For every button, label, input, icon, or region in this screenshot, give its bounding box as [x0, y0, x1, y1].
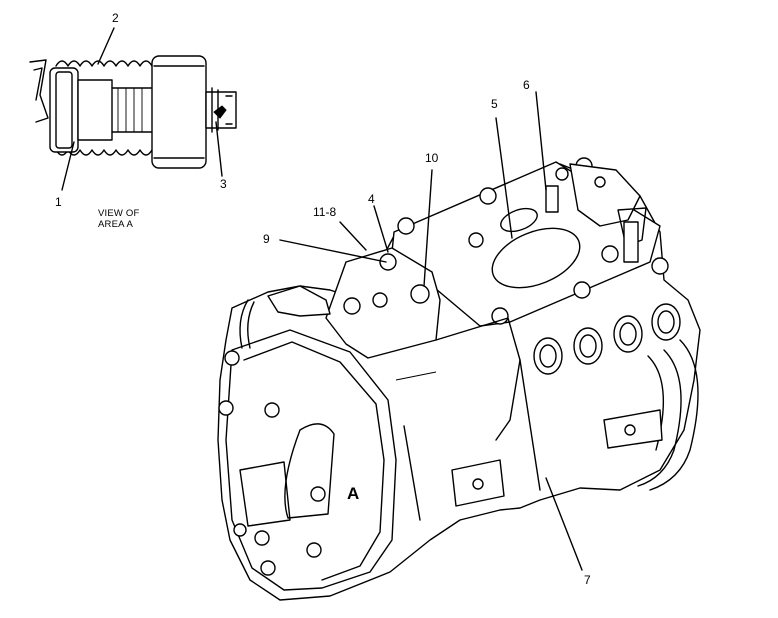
area-a-label: A — [347, 484, 360, 503]
pressure-fitting — [545, 185, 559, 213]
leader-10 — [423, 169, 433, 287]
leader-4 — [373, 205, 389, 253]
view-caption-line1: VIEW OF — [98, 208, 140, 219]
leader-9 — [279, 239, 387, 263]
mounting-foot — [451, 459, 505, 507]
drive-flange — [649, 339, 699, 491]
leader-11-8 — [339, 221, 367, 251]
view-caption-line2: AREA A — [98, 219, 133, 230]
plug-9 — [379, 253, 397, 271]
cover-opening — [500, 207, 538, 233]
leader-7 — [545, 477, 583, 571]
callout-9: 9 — [263, 232, 270, 246]
callout-7: 7 — [584, 573, 591, 587]
leader-5 — [495, 117, 513, 239]
outlet-fittings — [533, 303, 681, 375]
callout-2: 2 — [112, 11, 119, 25]
callout-5: 5 — [491, 97, 498, 111]
callout-4: 4 — [368, 192, 375, 206]
sleeve — [77, 79, 113, 141]
callout-3: 3 — [220, 177, 227, 191]
leader-6 — [535, 91, 547, 191]
front-cover-bolts — [218, 350, 326, 576]
callout-10: 10 — [425, 151, 439, 165]
governor-housing — [225, 329, 397, 591]
top-cover-bolts — [397, 157, 669, 325]
callout-11-8: 11-8 — [313, 205, 337, 219]
view-caption: VIEW OF AREA A — [98, 208, 140, 230]
control-lever — [267, 285, 331, 317]
callout-1: 1 — [55, 195, 62, 209]
access-cover — [491, 227, 581, 289]
spring-coils — [55, 60, 165, 156]
upper-bracket — [569, 163, 641, 227]
callout-6: 6 — [523, 78, 530, 92]
